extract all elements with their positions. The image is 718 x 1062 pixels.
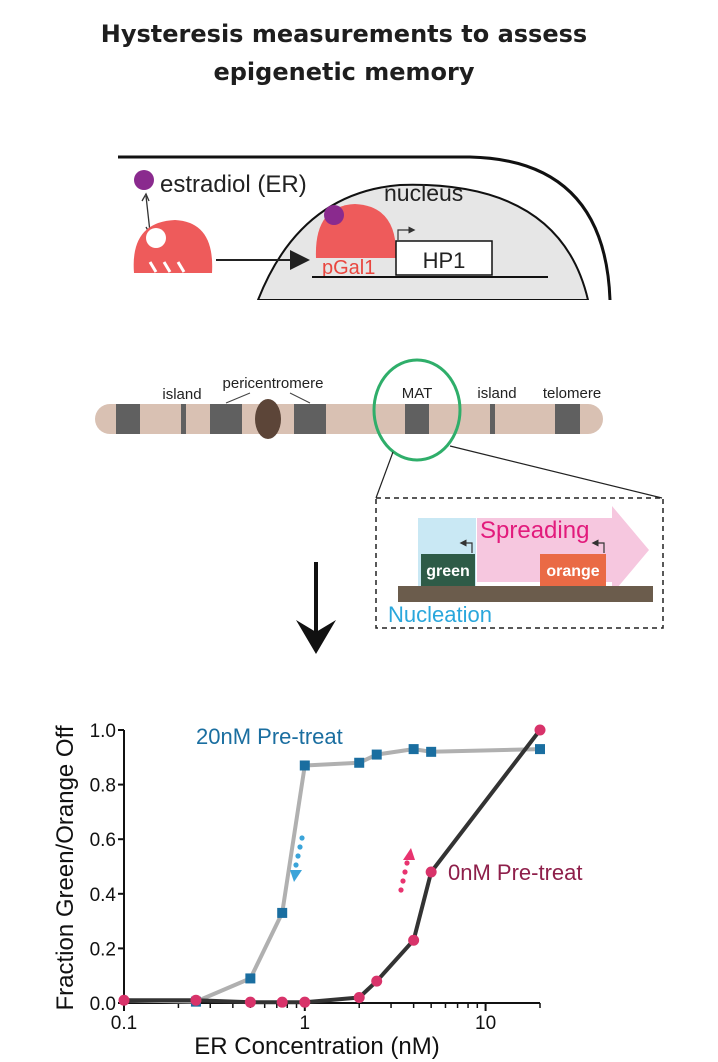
mat-highlight-circle [372, 358, 462, 462]
data-point-0nm [353, 992, 365, 1004]
down-direction-dot [299, 835, 305, 841]
up-direction-dot [398, 887, 404, 893]
data-point-0nm [425, 866, 437, 878]
island-right-label: island [477, 385, 516, 402]
y-tick-label: 0.0 [90, 994, 116, 1015]
zoom-line-left [375, 451, 394, 499]
data-point-0nm [118, 994, 130, 1006]
nucleus-label: nucleus [384, 180, 463, 206]
up-direction-dot [404, 860, 410, 866]
chromosome: island pericentromere MAT island telomer… [95, 358, 663, 499]
chromosome-band [555, 404, 580, 434]
tss-arrow-hp1 [397, 226, 416, 240]
dna-track [398, 586, 653, 602]
mat-label: MAT [402, 385, 433, 402]
hysteresis-chart: Fraction Green/Orange Off ER Concentrati… [52, 721, 583, 1060]
estradiol-molecule [134, 170, 154, 190]
pericentromere-pointer [289, 392, 311, 404]
nucleation-label: Nucleation [388, 602, 492, 627]
data-point-20nm [371, 749, 382, 760]
down-direction-dot [297, 844, 303, 850]
up-direction-arrow [403, 848, 415, 860]
chromosome-band [294, 404, 326, 434]
data-point-0nm [276, 996, 288, 1008]
green-reporter-box [421, 554, 475, 586]
figure-title-line1: Hysteresis measurements to assess [101, 20, 587, 48]
x-tick-label: 0.1 [111, 1013, 137, 1034]
hp1-gene-label: HP1 [423, 248, 466, 273]
chromosome-body [95, 404, 603, 434]
crop-mask [100, 300, 620, 320]
data-point-20nm [277, 907, 288, 918]
pericentromere-label: pericentromere [223, 375, 324, 392]
promoter-label: pGal1 [322, 257, 375, 279]
binding-double-arrow [145, 195, 151, 233]
up-direction-dot [402, 869, 408, 875]
data-point-0nm [299, 996, 311, 1008]
cell-membrane [118, 155, 612, 301]
chromosome-band [116, 404, 140, 434]
y-tick-label: 0.2 [90, 939, 116, 960]
series-line-20nm [123, 747, 541, 1004]
pericentromere-pointer [225, 392, 251, 404]
tss-arrow-green [459, 539, 473, 553]
data-point-20nm [426, 746, 437, 757]
down-direction-dot [295, 853, 301, 859]
x-tick-label: 10 [475, 1013, 496, 1034]
green-reporter-label: green [426, 563, 470, 580]
y-tick-label: 1.0 [90, 721, 116, 742]
chromosome-band [181, 404, 186, 434]
down-arrow [296, 562, 336, 654]
activator-protein-outside [133, 220, 213, 273]
chromosome-band [490, 404, 495, 434]
y-axis-label: Fraction Green/Orange Off [52, 725, 79, 1010]
locus-inset: green orange Spreading Nucleation [375, 497, 664, 629]
telomere-label: telomere [543, 385, 601, 402]
figure-title-line2: epigenetic memory [213, 58, 474, 86]
activator-binding-pocket [146, 228, 166, 248]
data-point-20nm [354, 757, 365, 768]
down-direction-arrow [290, 870, 302, 882]
y-tick-label: 0.8 [90, 776, 116, 797]
series-line-0nm [124, 728, 542, 1005]
centromere [255, 399, 281, 439]
tss-arrow-orange [591, 539, 605, 553]
island-left-label: island [162, 386, 201, 403]
orange-reporter-box [540, 554, 606, 586]
chromosome-band [405, 404, 429, 434]
x-axis-label: ER Concentration (nM) [194, 1033, 439, 1060]
data-point-20nm [245, 973, 256, 984]
data-point-0nm [534, 724, 546, 736]
data-point-20nm [408, 744, 419, 755]
chart-marks: 0.0 0.2 0.4 0.6 0.8 1.0 0.1 1 10 [90, 721, 546, 1034]
chromosome-band [210, 404, 242, 434]
series-label-0nm: 0nM Pre-treat [448, 860, 583, 885]
data-point-0nm [244, 996, 256, 1008]
data-point-20nm [535, 744, 545, 755]
hp1-gene-box [395, 240, 493, 276]
orange-reporter-label: orange [546, 563, 599, 580]
zoom-line-right [449, 445, 663, 499]
up-direction-dot [400, 878, 406, 884]
data-point-0nm [408, 934, 420, 946]
bound-estradiol [324, 205, 344, 225]
x-tick-label: 1 [299, 1013, 310, 1034]
y-tick-label: 0.4 [90, 885, 117, 906]
spreading-label: Spreading [480, 517, 589, 544]
data-point-0nm [190, 994, 202, 1006]
data-point-0nm [371, 975, 383, 987]
y-tick-label: 0.6 [90, 830, 116, 851]
series-label-20nm: 20nM Pre-treat [196, 724, 343, 749]
inset-frame [375, 497, 664, 629]
down-direction-dot [293, 862, 299, 868]
estradiol-label: estradiol (ER) [160, 171, 307, 198]
cell-diagram: estradiol (ER) nucleus pGal1 HP1 [100, 155, 620, 320]
data-point-20nm [299, 760, 310, 771]
